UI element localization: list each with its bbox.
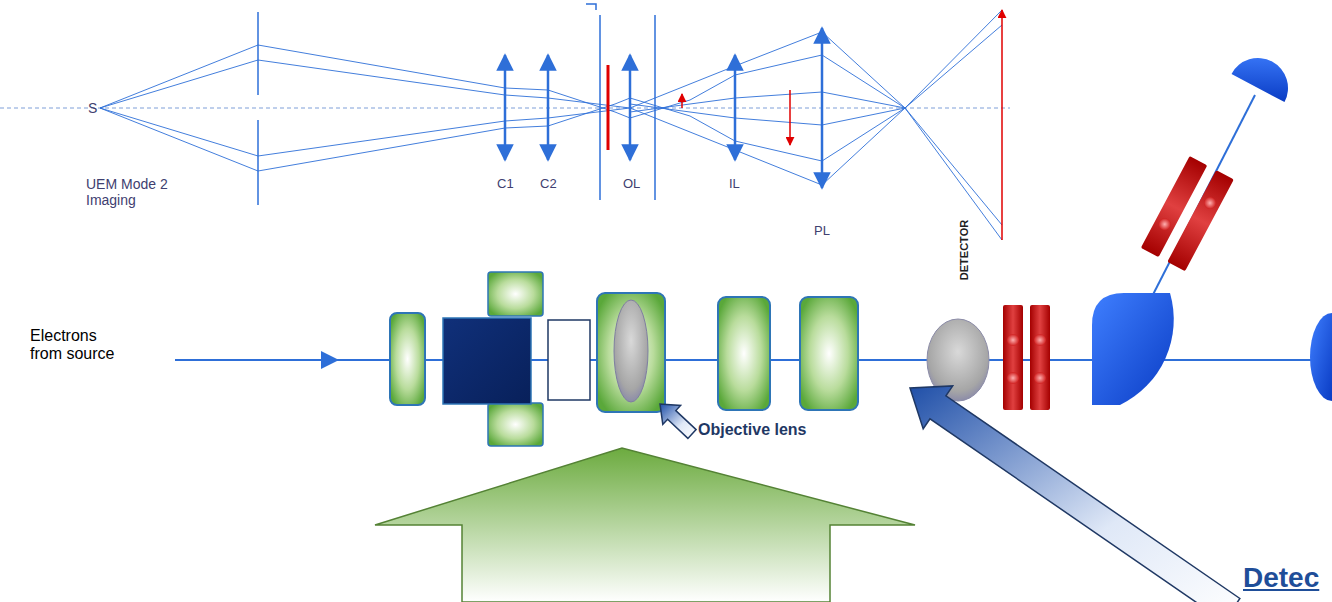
plate-dot: [1034, 334, 1046, 346]
aperture-holder: [548, 320, 590, 400]
deflector-coil: [488, 272, 543, 316]
electron-ray: [100, 60, 1002, 225]
callout-arrows: [660, 386, 1240, 602]
detector-dome: [1232, 47, 1299, 102]
lens-symbol: [547, 55, 550, 160]
detector-label: DETECTOR: [958, 220, 971, 280]
mark: [586, 4, 596, 10]
aperture: [257, 120, 259, 205]
microscope-column: [175, 47, 1332, 602]
detector-dome: [1310, 313, 1332, 401]
ray-diagram: [0, 4, 1010, 240]
energy-analyzer: [1092, 293, 1174, 405]
laser-port-block: [443, 318, 531, 404]
deflector-pair: [1141, 156, 1234, 271]
beam-line: [1140, 95, 1255, 320]
electron-ray: [630, 104, 905, 125]
intermediate-lens: [718, 297, 770, 410]
lens-label: PL: [814, 224, 830, 239]
lens-label: C1: [497, 177, 514, 192]
lens-symbol: [629, 55, 632, 160]
spectrometer-detector: [1232, 47, 1299, 102]
callout-arrow: [910, 386, 1240, 602]
callout-arrow: [660, 404, 696, 438]
condenser-lens: [390, 313, 425, 405]
deflector-plate: [1030, 305, 1050, 410]
projector-lens: [800, 297, 858, 410]
electron-ray: [630, 92, 905, 112]
text-label: S: [88, 100, 97, 116]
electron-ray: [100, 45, 1002, 240]
deflector-coil: [488, 403, 543, 446]
image-arrow: [789, 90, 791, 145]
plate-dot: [1202, 195, 1218, 211]
image-arrow: [1001, 10, 1003, 240]
lens-label: C2: [540, 177, 557, 192]
lens-symbol: [504, 55, 507, 160]
plate-dot: [1007, 372, 1019, 384]
text-label: Detec: [1243, 562, 1319, 594]
beam-arrow: [175, 359, 330, 361]
aperture: [257, 12, 259, 95]
text-label: Objective lens: [698, 421, 807, 439]
plate-dot: [1034, 372, 1046, 384]
specimen-holder: [614, 300, 648, 402]
electron-rays: [100, 10, 1002, 240]
plate-dot: [1157, 216, 1173, 232]
image-arrow: [681, 94, 683, 108]
plate-dot: [1007, 334, 1019, 346]
electron-ray: [100, 25, 1002, 156]
lens-symbol: [734, 55, 737, 160]
text-label: Electrons from source: [30, 327, 130, 364]
text-label: UEM Mode 2 Imaging: [86, 176, 178, 208]
lens-symbols: [505, 28, 822, 188]
lens-symbol: [821, 28, 824, 188]
electron-ray: [100, 10, 1002, 171]
lens-label: OL: [623, 177, 640, 192]
deflector-plate: [1167, 170, 1233, 271]
laser-arrow: [375, 448, 915, 602]
lens-label: IL: [729, 177, 740, 192]
deflector-plate: [1003, 305, 1023, 410]
objective-lens: [597, 293, 665, 412]
specimen: [607, 65, 610, 150]
